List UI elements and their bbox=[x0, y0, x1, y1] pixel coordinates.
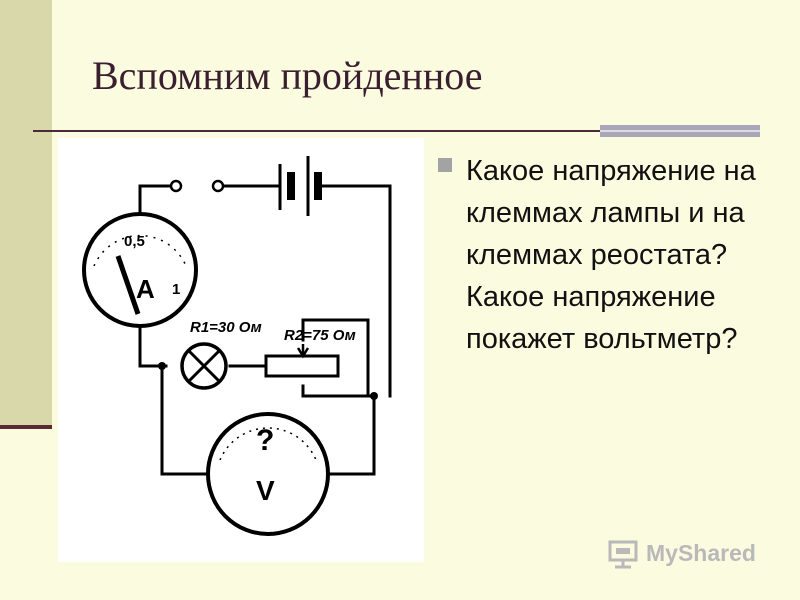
ammeter-symbol: A bbox=[136, 274, 155, 304]
voltmeter-reading: ? bbox=[256, 424, 274, 457]
circuit-diagram: 0,5 1 A R1=30 Ом R2=75 Ом ? V bbox=[58, 138, 424, 562]
square-bullet-icon bbox=[438, 158, 452, 172]
voltmeter-symbol: V bbox=[256, 475, 275, 506]
wire-left-bottom bbox=[138, 322, 168, 368]
bullet-text: Какое напряжение на клеммах лампы и на к… bbox=[466, 155, 756, 355]
battery-symbol bbox=[278, 156, 322, 216]
voltmeter: ? V bbox=[206, 412, 330, 536]
wire-voltmeter-left bbox=[160, 364, 210, 476]
rheostat-slider-wire bbox=[301, 318, 370, 398]
side-bar-line bbox=[0, 425, 52, 429]
side-bar bbox=[0, 0, 52, 428]
switch-contact-left bbox=[169, 179, 183, 193]
ammeter-scale-end: 1 bbox=[172, 281, 180, 298]
ammeter-scale-mid: 0,5 bbox=[124, 233, 145, 250]
lamp-symbol bbox=[180, 342, 228, 390]
circuit-svg: 0,5 1 A R1=30 Ом R2=75 Ом ? V bbox=[82, 156, 392, 536]
rheostat-symbol bbox=[264, 344, 340, 378]
r2-label: R2=75 Ом bbox=[284, 327, 356, 344]
wire-voltmeter-right bbox=[326, 394, 376, 476]
switch-contact-right bbox=[211, 179, 225, 193]
r1-label: R1=30 Ом bbox=[190, 319, 262, 336]
junction-right bbox=[370, 392, 378, 400]
junction-left bbox=[158, 362, 166, 370]
watermark: MyShared bbox=[606, 536, 776, 572]
watermark-text: MyShared bbox=[646, 540, 756, 566]
title-rule bbox=[33, 130, 605, 132]
slide-title: Вспомним пройденное bbox=[92, 53, 483, 98]
monitor-logo-icon bbox=[608, 540, 638, 569]
ammeter: 0,5 1 A bbox=[82, 212, 198, 328]
title-accent-bar bbox=[600, 125, 760, 137]
